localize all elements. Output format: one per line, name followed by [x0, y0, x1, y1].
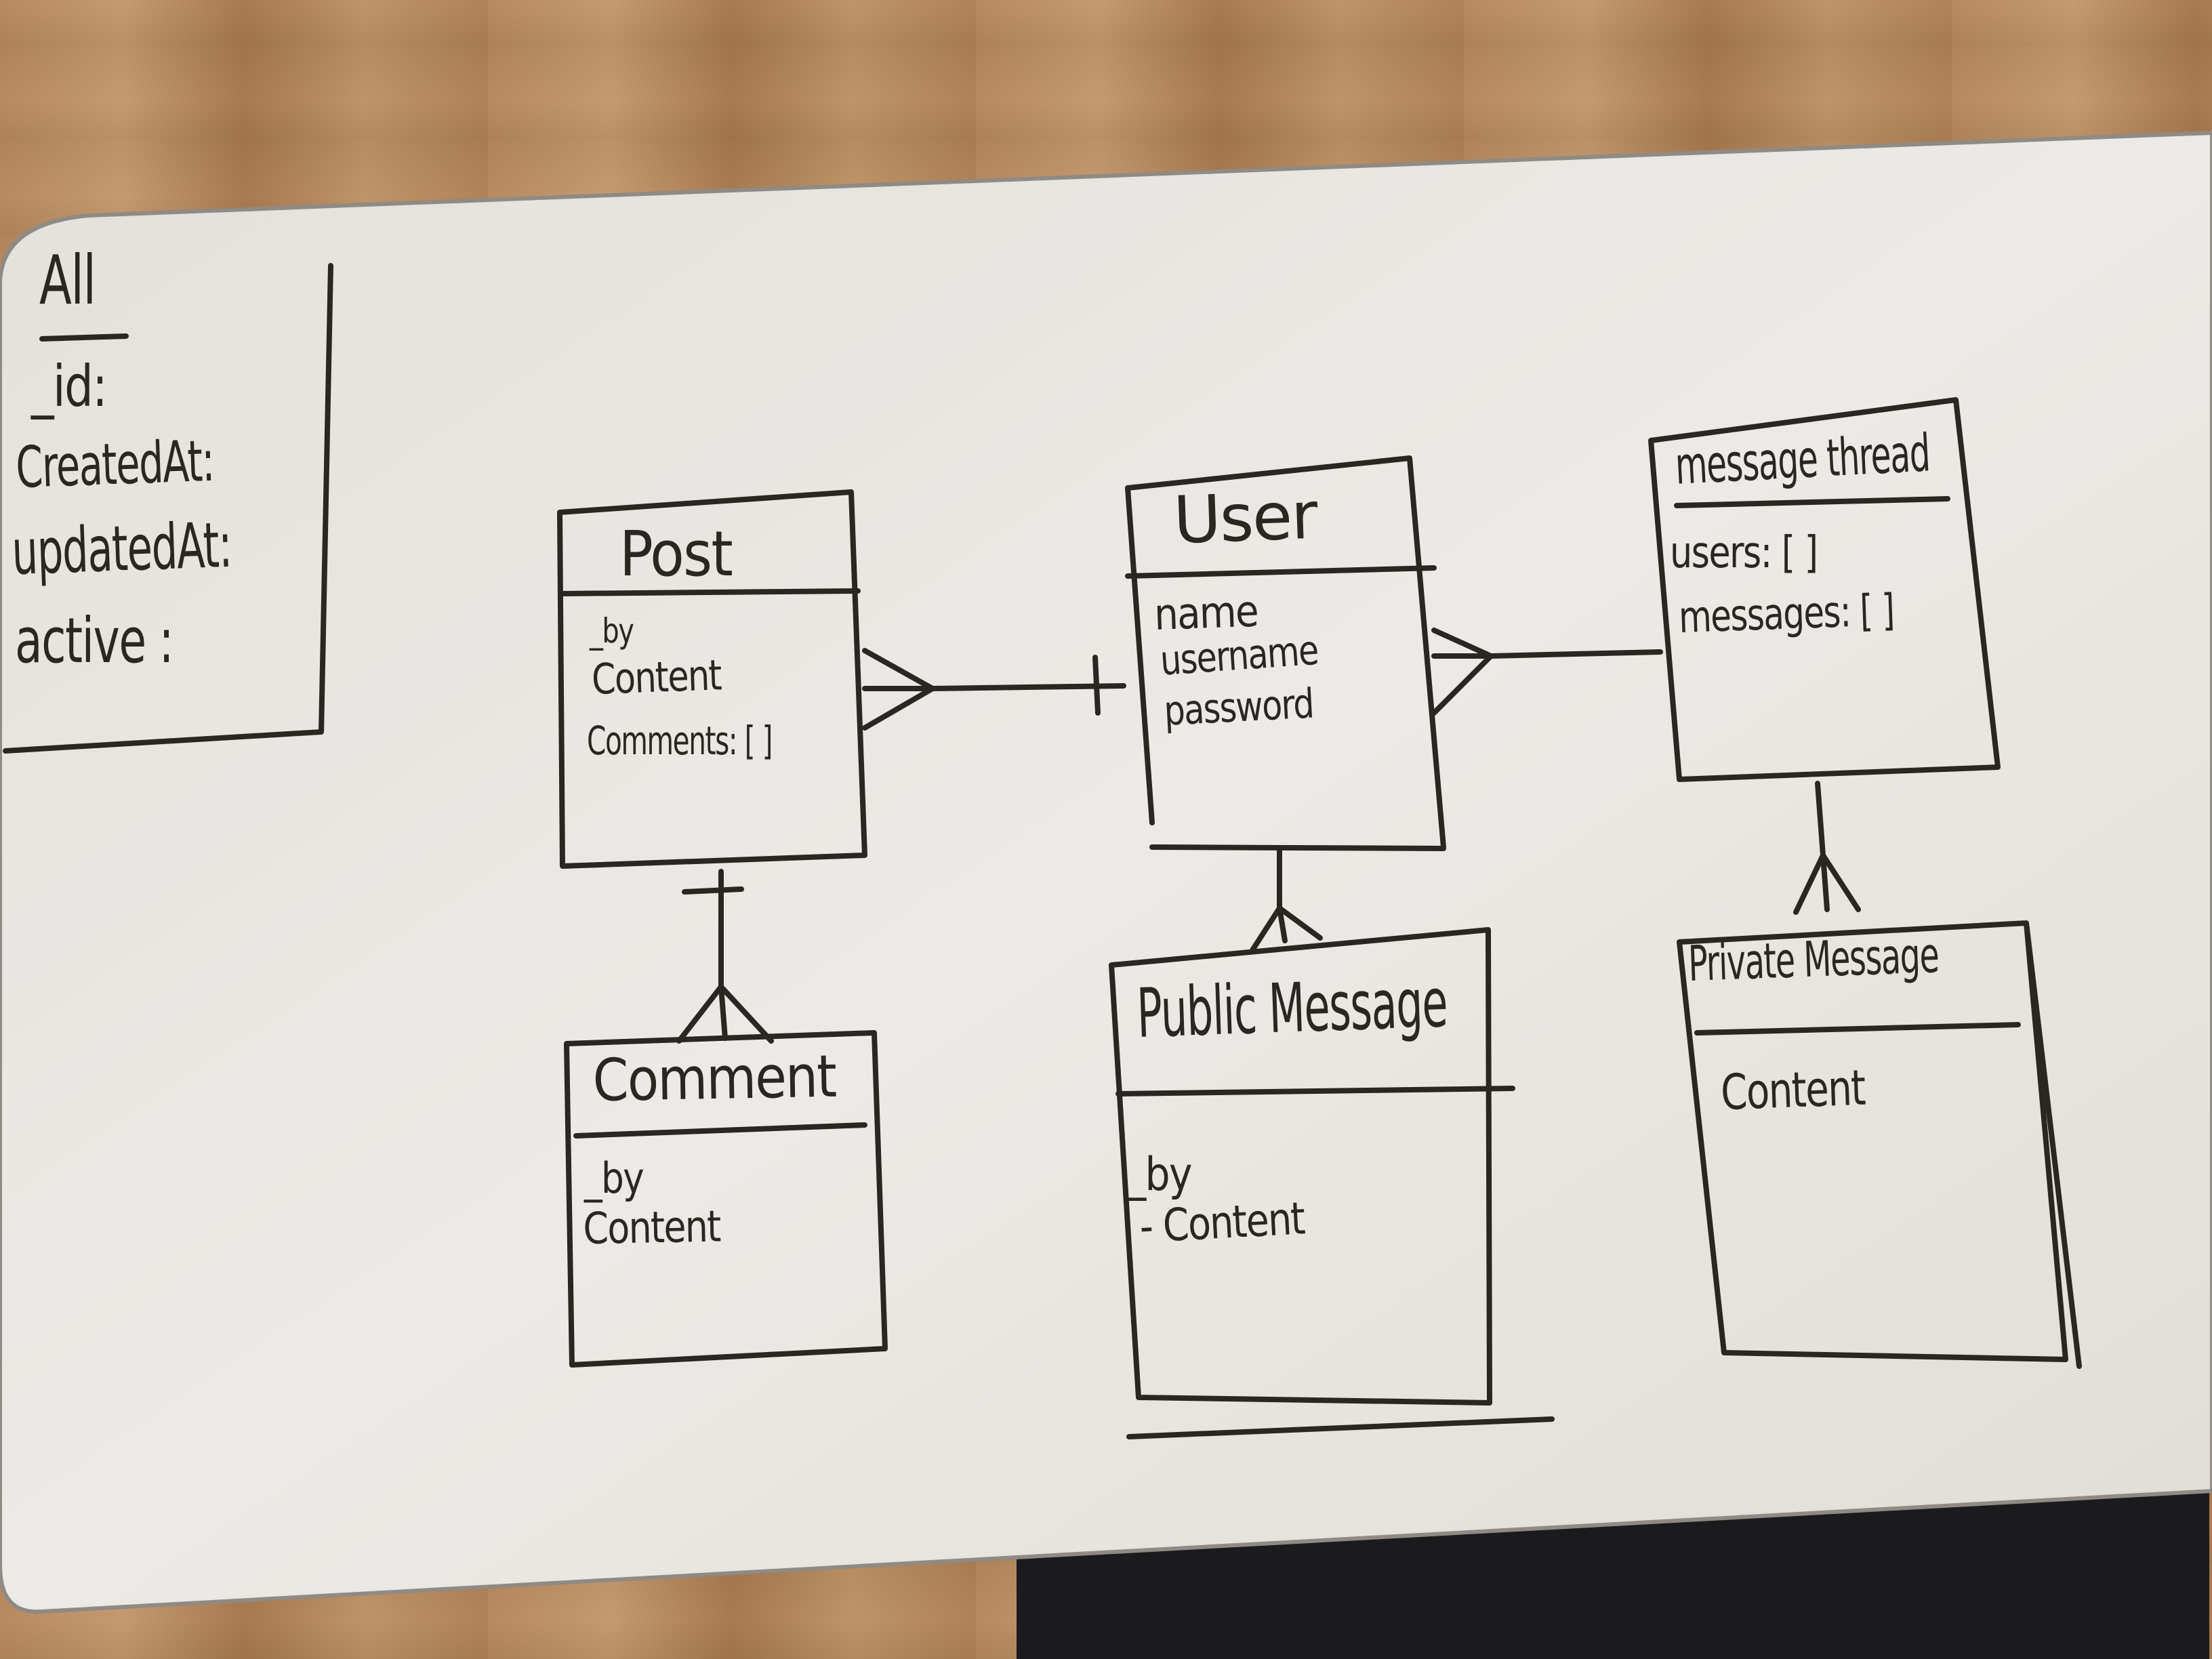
thread-private-line — [1815, 781, 1826, 858]
comment-box-outline — [564, 1030, 888, 1368]
user-box-outline — [1125, 455, 1446, 851]
whiteboard-surface — [0, 130, 2212, 1614]
post-one-bar — [682, 886, 744, 895]
all-field-id: _id: — [31, 353, 108, 419]
private-message-title: Private Message — [1687, 926, 1940, 992]
public-message-title: Public Message — [1135, 963, 1449, 1053]
message-thread-field-users: users: [ ] — [1670, 528, 1818, 578]
comment-field-content: Content — [582, 1202, 721, 1254]
post-header-divider — [558, 588, 861, 596]
user-field-name: name — [1153, 586, 1258, 640]
user-field-password: password — [1162, 680, 1315, 735]
message-thread-field-messages: messages: [ ] — [1677, 585, 1895, 643]
public-message-field-by: _by — [1126, 1148, 1193, 1202]
user-crowfoot — [1431, 628, 1494, 716]
comment-field-by: _by — [584, 1153, 644, 1203]
public-message-bottom-line — [1126, 1416, 1555, 1439]
all-box-outline — [3, 263, 333, 754]
comment-header-divider — [573, 1122, 867, 1139]
post-box-outline — [557, 489, 867, 869]
user-title: User — [1172, 477, 1318, 558]
private-crowfoot — [1793, 853, 1861, 915]
all-title-underline — [39, 333, 129, 342]
all-title: All — [39, 241, 96, 320]
post-field-by: _by — [590, 611, 634, 651]
public-crowfoot — [1250, 905, 1323, 953]
public-message-header-divider — [1115, 1086, 1515, 1097]
private-message-header-divider — [1694, 1022, 2021, 1036]
post-user-line — [930, 683, 1126, 691]
private-message-box-outline — [1677, 920, 2082, 1369]
all-field-active: active : — [15, 605, 174, 677]
comment-crowfoot — [676, 984, 774, 1044]
user-field-username: username — [1158, 626, 1319, 685]
message-thread-header-divider — [1674, 496, 1950, 508]
post-title: Post — [619, 518, 733, 590]
post-crowfoot — [862, 648, 935, 731]
message-thread-box-outline — [1648, 397, 2001, 782]
post-field-content: Content — [590, 650, 722, 704]
all-field-created-at: CreatedAt: — [14, 427, 216, 501]
public-message-box-outline — [1109, 927, 1492, 1406]
user-one-bar — [1092, 655, 1101, 716]
private-message-field-content: Content — [1719, 1059, 1866, 1121]
user-thread-line — [1488, 649, 1663, 659]
comment-title: Comment — [592, 1042, 837, 1115]
diagram-strokes — [3, 263, 2082, 1439]
post-field-comments: Comments: [ ] — [587, 718, 773, 764]
message-thread-title: message thread — [1673, 422, 1931, 496]
public-message-field-content: - Content — [1138, 1192, 1306, 1253]
user-header-divider — [1125, 565, 1437, 579]
all-field-updated-at: updatedAt: — [10, 508, 233, 589]
